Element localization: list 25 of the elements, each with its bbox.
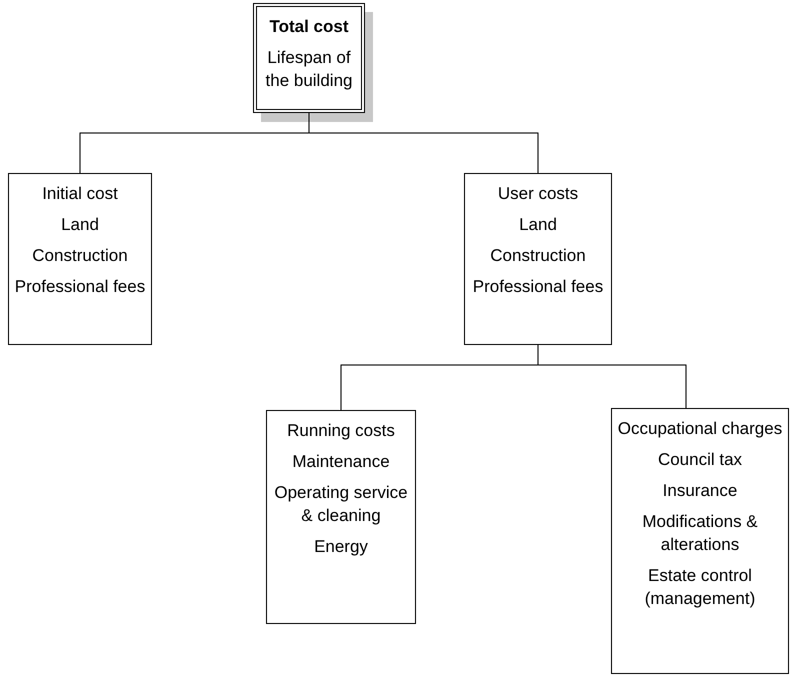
cost-item: Land — [61, 214, 99, 236]
cost-item: Construction — [32, 245, 128, 267]
cost-item: Council tax — [658, 449, 742, 471]
cost-box — [266, 410, 416, 624]
cost-item: Insurance — [662, 480, 738, 502]
box-heading: User costs — [498, 183, 578, 205]
box-heading: Initial cost — [42, 183, 118, 205]
cost-box — [611, 408, 789, 674]
box-heading: Total cost — [269, 16, 349, 38]
cost-item: Modifications & alterations — [641, 511, 759, 556]
cost-item: Lifespan of the building — [264, 47, 354, 92]
cost-box — [8, 173, 152, 345]
cost-item: Professional fees — [14, 276, 146, 298]
box-heading: Occupational charges — [618, 418, 782, 440]
cost-item: Estate control (management) — [644, 565, 756, 610]
cost-item: Maintenance — [292, 451, 390, 473]
cost-item: Professional fees — [472, 276, 604, 298]
cost-box — [253, 3, 365, 113]
cost-item: Land — [519, 214, 557, 236]
cost-item: Energy — [314, 536, 368, 558]
cost-item: Operating service & cleaning — [273, 482, 409, 527]
connector-line — [538, 344, 686, 408]
box-heading: Running costs — [287, 420, 395, 442]
cost-item: Construction — [490, 245, 586, 267]
cost-box — [464, 173, 612, 345]
